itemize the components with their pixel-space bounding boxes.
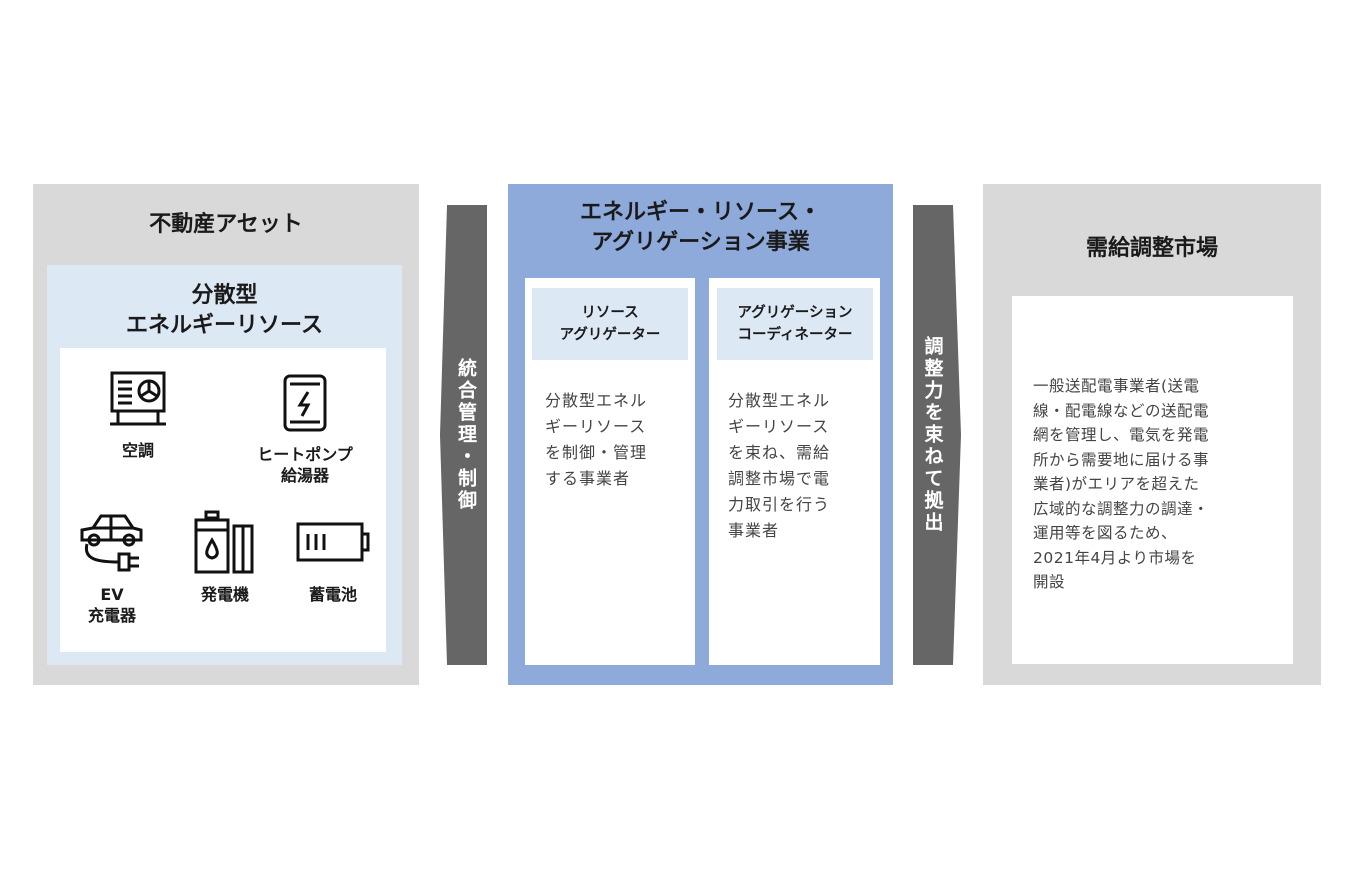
contribute-adjustment-arrow: 調整力を束ねて拠出: [913, 205, 961, 665]
resource-air-conditioner: 空調: [78, 370, 198, 461]
aggregation-coordinator-column: アグリゲーション コーディネーター 分散型エネル ギーリソース を束ね、需給 調…: [709, 278, 880, 665]
resource-generator: 発電機: [165, 510, 285, 605]
resource-label: 蓄電池: [308, 585, 357, 604]
resource-battery: 蓄電池: [273, 510, 393, 605]
distributed-energy-resources-title: 分散型 エネルギーリソース: [126, 283, 323, 338]
aggregation-coordinator-description: 分散型エネル ギーリソース を束ね、需給 調整市場で電 力取引を行う 事業者: [728, 391, 831, 540]
air-conditioner-icon: [110, 371, 166, 426]
resource-heat-pump-water-heater: ヒートポンプ 給湯器: [235, 370, 375, 486]
balancing-market-description-box: 一般送配電事業者(送電 線・配電線などの送配電 網を管理し、電気を発電 所から需…: [1012, 296, 1293, 664]
integrated-management-arrow: 統合管理・制御: [440, 205, 487, 665]
resource-aggregator-description: 分散型エネル ギーリソース を制御・管理 する事業者: [545, 391, 648, 488]
resource-label: EV 充電器: [87, 585, 136, 625]
generator-icon: [194, 510, 254, 574]
real-estate-asset-panel: 不動産アセット 分散型 エネルギーリソース 空調 ヒートポンプ 給湯器: [33, 184, 419, 685]
arrow-shape-icon: [440, 205, 487, 665]
contribute-adjustment-label: 調整力を束ねて拠出: [921, 336, 944, 534]
heat-pump-water-heater-icon: [283, 374, 327, 432]
balancing-market-panel: 需給調整市場 一般送配電事業者(送電 線・配電線などの送配電 網を管理し、電気を…: [983, 184, 1321, 685]
resource-label: 空調: [121, 441, 154, 460]
balancing-market-description: 一般送配電事業者(送電 線・配電線などの送配電 網を管理し、電気を発電 所から需…: [1033, 377, 1210, 591]
distributed-energy-resources-panel: 分散型 エネルギーリソース 空調 ヒートポンプ 給湯器: [47, 265, 402, 665]
resource-aggregator-header: リソース アグリゲーター: [532, 288, 688, 360]
resource-label: 発電機: [200, 585, 249, 604]
battery-icon: [296, 522, 370, 562]
resource-aggregator-column: リソース アグリゲーター 分散型エネル ギーリソース を制御・管理 する事業者: [525, 278, 695, 665]
aggregation-business-title: エネルギー・リソース・ アグリゲーション事業: [580, 200, 821, 255]
aggregation-business-panel: エネルギー・リソース・ アグリゲーション事業 リソース アグリゲーター 分散型エ…: [508, 184, 893, 685]
aggregation-coordinator-header: アグリゲーション コーディネーター: [717, 288, 873, 360]
integrated-management-label: 統合管理・制御: [455, 358, 477, 512]
balancing-market-title: 需給調整市場: [1085, 236, 1218, 261]
arrow-shape-icon: [913, 205, 961, 665]
resource-label: ヒートポンプ 給湯器: [257, 445, 353, 485]
resource-icons-box: 空調 ヒートポンプ 給湯器 EV 充電器: [60, 348, 386, 652]
real-estate-asset-title: 不動産アセット: [149, 212, 303, 237]
ev-charger-icon: [80, 514, 143, 572]
resource-ev-charger: EV 充電器: [52, 510, 172, 626]
